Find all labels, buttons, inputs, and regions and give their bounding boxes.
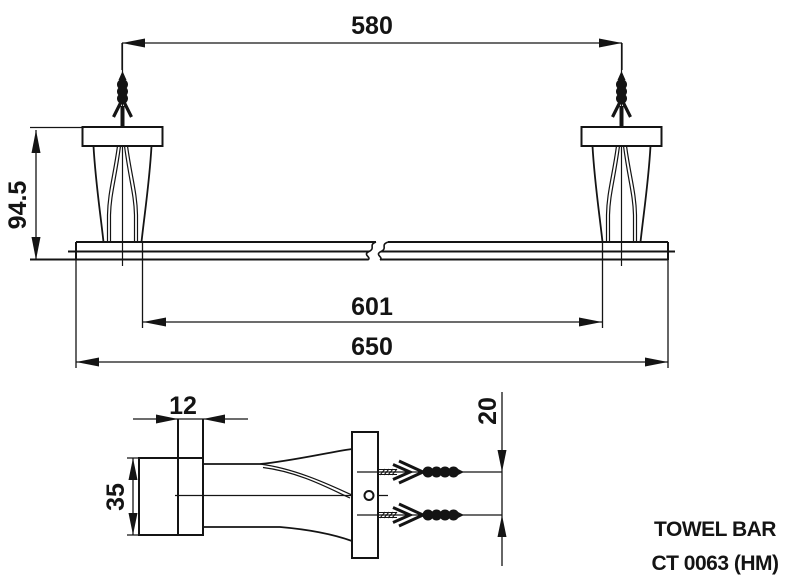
dimension-label: 94.5 [4,181,32,230]
arrowhead [128,458,138,480]
arrowhead [497,450,507,472]
arrowhead [645,357,668,367]
mount-arm-profile [203,448,353,542]
arrowhead [579,317,602,327]
dimension-line [121,42,623,70]
dimension-label: 650 [351,333,393,361]
arrowhead [128,513,138,535]
arrowhead [203,414,225,424]
dimension-label: 35 [102,483,130,511]
anchor-rib [431,466,442,478]
dimension-bar-depth: 12 [133,392,248,424]
product-name: TOWEL BAR [654,518,776,541]
anchor-tip-icon [453,466,464,478]
anchor-rib [422,466,434,478]
dimension-line [75,260,669,368]
dimension-height: 94.5 [4,126,84,260]
arrowhead [156,414,178,424]
title-block: TOWEL BAR CT 0063 (HM) [651,518,779,575]
dimension-line [141,242,604,328]
dimension-overall-length: 650 [75,260,669,368]
arrowhead [122,38,145,48]
towel-bar-rail [30,241,675,261]
bar-holder-block [138,457,204,536]
dimension-label: 580 [351,12,393,40]
dimension-mount-spacing: 580 [121,12,623,70]
dimension-bar-height: 35 [102,457,140,536]
arrowhead [76,357,99,367]
arm-upper-line [203,448,353,465]
wall-plug-wings-icon [112,95,133,118]
wall-mount-assembly-right [579,41,664,268]
anchor-screw-hatch [379,468,398,476]
front-view: 580 94.5 601 650 [4,12,675,368]
arm-lower-line [203,526,353,542]
side-view: 12 35 20 [102,392,507,566]
anchor-rib [439,466,451,478]
plate-screw-hole [363,490,375,501]
mount-plate [81,126,164,147]
dimension-inner-length: 601 [141,242,604,328]
rail-lines [30,241,675,261]
arm-inner-curves [259,463,353,499]
arrowhead [143,317,166,327]
arrowhead [599,38,622,48]
dimension-label: 12 [169,392,197,420]
wall-mount-assembly [81,43,164,266]
dimension-label: 601 [351,293,393,321]
mount-legs-outer [92,145,153,243]
arrowhead [31,237,41,260]
wall-plug-screw [120,106,125,127]
break-symbol [365,241,389,261]
wall-anchor-side-icon [379,459,464,485]
arrowhead [31,130,41,153]
arrowhead [497,515,507,537]
mount-legs-inner [106,145,139,242]
dimension-anchor-spacing: 20 [474,392,507,566]
dimension-label: 20 [474,397,502,425]
wall-plug-tip-icon [118,71,127,80]
bar-section-strip [177,419,204,535]
product-code: CT 0063 (HM) [651,552,778,575]
